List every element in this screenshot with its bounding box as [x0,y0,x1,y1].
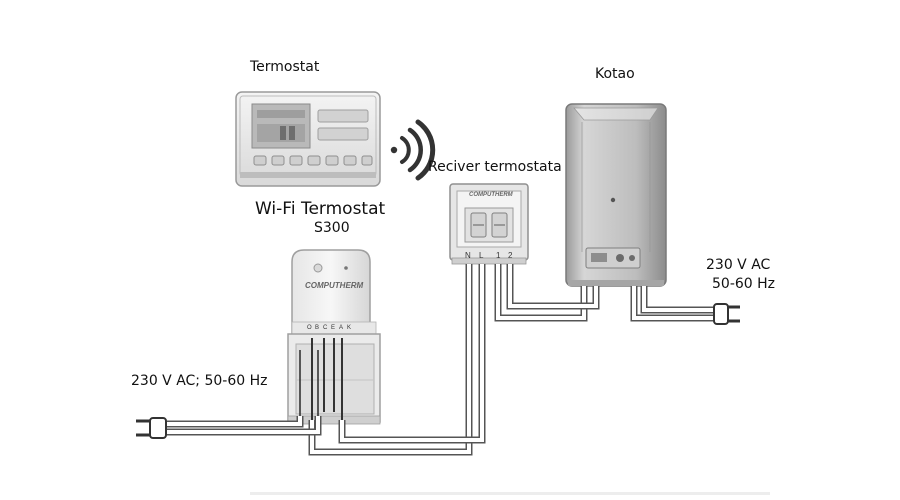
thermostat-receiver [449,183,529,265]
wifi-terminal-4: E [331,325,336,331]
wifi-terminal-3: C [323,325,328,331]
thermostat-right-buttons [317,109,369,123]
wifi-thermostat-device [287,249,381,425]
wifi-thermostat-title: Wi-Fi Termostat [255,199,386,219]
wifi-terminal-5: A [339,325,344,331]
wifi-device-brand: COMPUTHERM [305,281,364,290]
room-thermostat [235,91,381,187]
wifi-terminal-2: B [315,325,320,331]
boiler-title: Kotao [595,66,635,82]
receiver-terminal-2: 2 [508,251,513,260]
wifi-device-led [313,263,323,273]
thermostat-title: Termostat [250,59,320,75]
receiver-terminal-1: 1 [496,251,501,260]
receiver-title: Reciver termostata [428,159,562,175]
boiler-plug-icon [713,303,740,325]
wifi-thermostat-model: S300 [314,220,350,236]
mains-power-label: 230 V AC; 50-60 Hz [131,373,268,389]
wifi-terminal-1: O [307,325,312,331]
wireless-signal-icon [390,119,436,181]
boiler-power-voltage: 230 V AC [706,257,771,273]
mains-plug-icon [136,417,167,439]
receiver-terminal-l: L [479,251,484,260]
wiring [166,264,716,456]
receiver-terminal-n: N [465,251,471,260]
boiler [565,103,667,287]
receiver-brand: COMPUTHERM [469,192,513,198]
thermostat-bottom-buttons [253,155,373,166]
wifi-terminal-6: K [347,325,352,331]
boiler-power-frequency: 50-60 Hz [712,276,776,292]
